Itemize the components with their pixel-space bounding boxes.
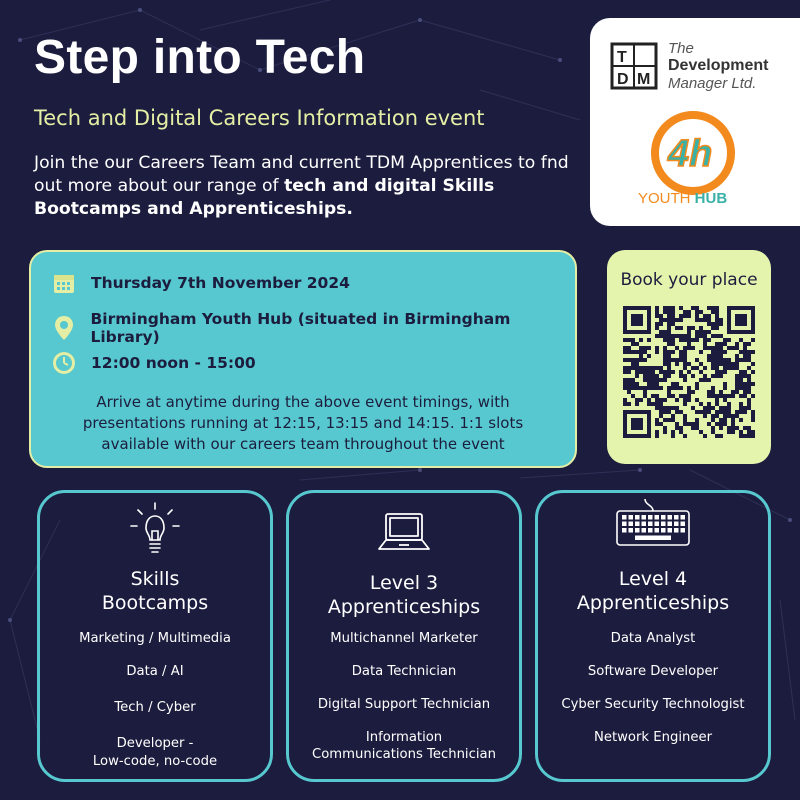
event-date-row: Thursday 7th November 2024 <box>51 270 350 296</box>
event-time-row: 12:00 noon - 15:00 <box>51 350 256 376</box>
intro-plain: Join the our Careers Team and current TD… <box>34 153 569 196</box>
booking-box[interactable]: Book your place <box>607 250 771 464</box>
svg-text:M: M <box>637 71 650 88</box>
event-note: Arrive at anytime during the above event… <box>82 393 524 453</box>
intro-bold: tech and digital Skills Bootcamps and Ap… <box>34 176 495 219</box>
tdm-wordmark: The Development Manager Ltd. <box>668 40 769 92</box>
list-item: Communications Technician <box>312 747 496 762</box>
partner-logos: T D M The Development Manager Ltd. 4h YO… <box>590 18 800 226</box>
location-pin-icon <box>51 315 76 341</box>
event-date: Thursday 7th November 2024 <box>91 274 350 292</box>
event-location: Birmingham Youth Hub (situated in Birmin… <box>90 310 511 346</box>
list-item: Information <box>365 730 443 745</box>
youth-hub-logo: 4h <box>651 111 735 195</box>
page-title: Step into Tech <box>34 31 366 84</box>
intro-text: Join the our Careers Team and current TD… <box>34 152 594 221</box>
list-item: Tech / Cyber <box>114 700 196 715</box>
list-item: Marketing / Multimedia <box>79 631 231 646</box>
list-item: Cyber Security Technologist <box>561 697 745 712</box>
event-location-row: Birmingham Youth Hub (situated in Birmin… <box>51 310 575 346</box>
event-time: 12:00 noon - 15:00 <box>91 354 256 372</box>
clock-icon <box>51 350 77 376</box>
list-item: Software Developer <box>587 664 719 679</box>
svg-text:D: D <box>617 71 629 88</box>
lightbulb-icon <box>130 502 180 553</box>
youth-hub-wordmark: YOUTH HUB <box>638 190 728 207</box>
list-item: Data Technician <box>351 664 457 679</box>
list-item: Multichannel Marketer <box>330 631 478 646</box>
laptop-icon <box>378 513 430 550</box>
calendar-icon <box>51 270 77 296</box>
event-info-box: Thursday 7th November 2024 Birmingham Yo… <box>29 250 577 468</box>
list-item: Developer - <box>116 736 194 751</box>
svg-text:T: T <box>617 49 627 66</box>
keyboard-icon <box>616 498 690 546</box>
book-your-place-label: Book your place <box>620 270 758 290</box>
event-subtitle: Tech and Digital Careers Information eve… <box>34 106 485 130</box>
list-item: Network Engineer <box>594 730 712 745</box>
list-item: Low-code, no-code <box>92 754 218 769</box>
list-item: Data Analyst <box>610 631 696 646</box>
tdm-logo-icon: T D M <box>610 42 658 90</box>
list-item: Digital Support Technician <box>317 697 491 712</box>
svg-text:4h: 4h <box>667 133 712 175</box>
list-item: Data / AI <box>126 664 184 679</box>
qr-code[interactable] <box>623 306 755 438</box>
